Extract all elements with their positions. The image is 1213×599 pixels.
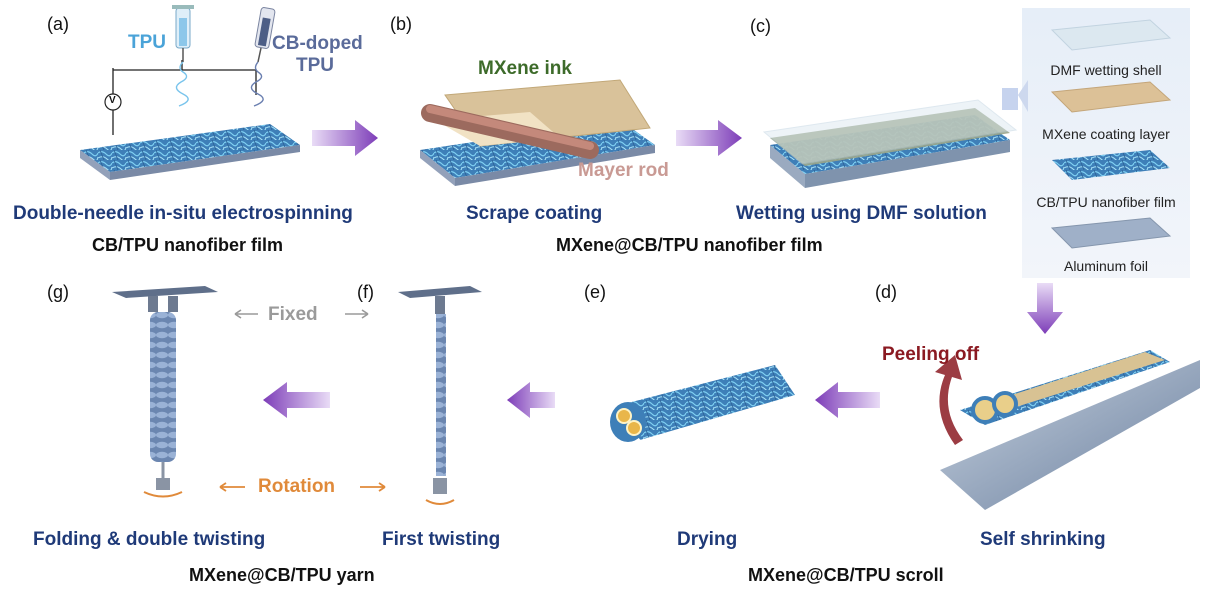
voltmeter-label: V [109,95,116,106]
mxene-ink-label: MXene ink [478,58,572,79]
legend-mxene-swatch [1050,81,1172,113]
legend-item-foil: Aluminum foil [1063,258,1149,274]
fixed-label: Fixed [268,304,318,325]
legend-item-mxene: MXene coating layer [1042,126,1170,142]
arrow-b-to-c [676,120,742,156]
product-film1: CB/TPU nanofiber film [92,235,284,255]
legend-fiber-swatch [1052,150,1170,180]
legend-foil-swatch [1050,217,1172,249]
rotation-arrow-g [143,491,183,498]
arrow-d-to-e [815,382,880,418]
panel-label-c: (c) [750,16,771,36]
mayer-rod-icon [421,104,599,159]
arrow-f-to-g [263,382,330,418]
product-yarn: MXene@CB/TPU yarn [189,565,375,585]
rotation-arrows [219,482,386,492]
cb-tpu-syringe-icon [254,7,276,63]
step-caption-d: Self shrinking [980,529,1106,550]
panel-c-illustration [762,88,1018,188]
panel-a-illustration [80,5,300,180]
panel-f-illustration [398,286,482,505]
panel-label-f: (f) [357,282,374,302]
product-film2: MXene@CB/TPU nanofiber film [556,235,823,255]
peel-arrow [935,355,963,445]
panel-g-illustration [112,286,218,498]
legend-item-fiber: CB/TPU nanofiber film [1036,194,1176,210]
legend-item-dmf: DMF wetting shell [1050,62,1162,78]
layer-legend [1018,8,1190,278]
arrow-c-to-d [1027,283,1063,334]
product-scroll: MXene@CB/TPU scroll [748,565,944,585]
panel-label-g: (g) [47,282,69,302]
arrow-a-to-b [312,120,378,156]
step-caption-c: Wetting using DMF solution [736,203,987,224]
panel-label-b: (b) [390,14,412,34]
cb-doped-label-line2: TPU [296,55,334,76]
rotation-label: Rotation [258,476,336,497]
panel-label-d: (d) [875,282,897,302]
rotation-arrow-f [425,499,455,505]
panel-e-illustration [610,365,795,442]
legend-dmf-swatch [1050,19,1172,51]
step-caption-a: Double-needle in-situ electrospinning [13,203,353,224]
arrow-e-to-f [507,382,555,418]
step-caption-f: First twisting [382,529,501,550]
tpu-syringe-icon [172,5,194,62]
panel-label-a: (a) [47,14,69,34]
panel-d-illustration [935,350,1200,510]
peeling-off-label: Peeling off [882,344,980,365]
voltmeter-icon [104,93,122,111]
fixed-arrows [234,309,369,319]
tpu-label: TPU [128,32,166,53]
step-caption-g: Folding & double twisting [33,529,266,550]
panel-b-illustration [420,79,655,186]
step-caption-b: Scrape coating [466,203,603,224]
cb-doped-label-line1: CB-doped [272,33,363,54]
step-caption-e: Drying [677,529,738,550]
panel-label-e: (e) [584,282,606,302]
mayer-rod-label: Mayer rod [578,160,669,181]
